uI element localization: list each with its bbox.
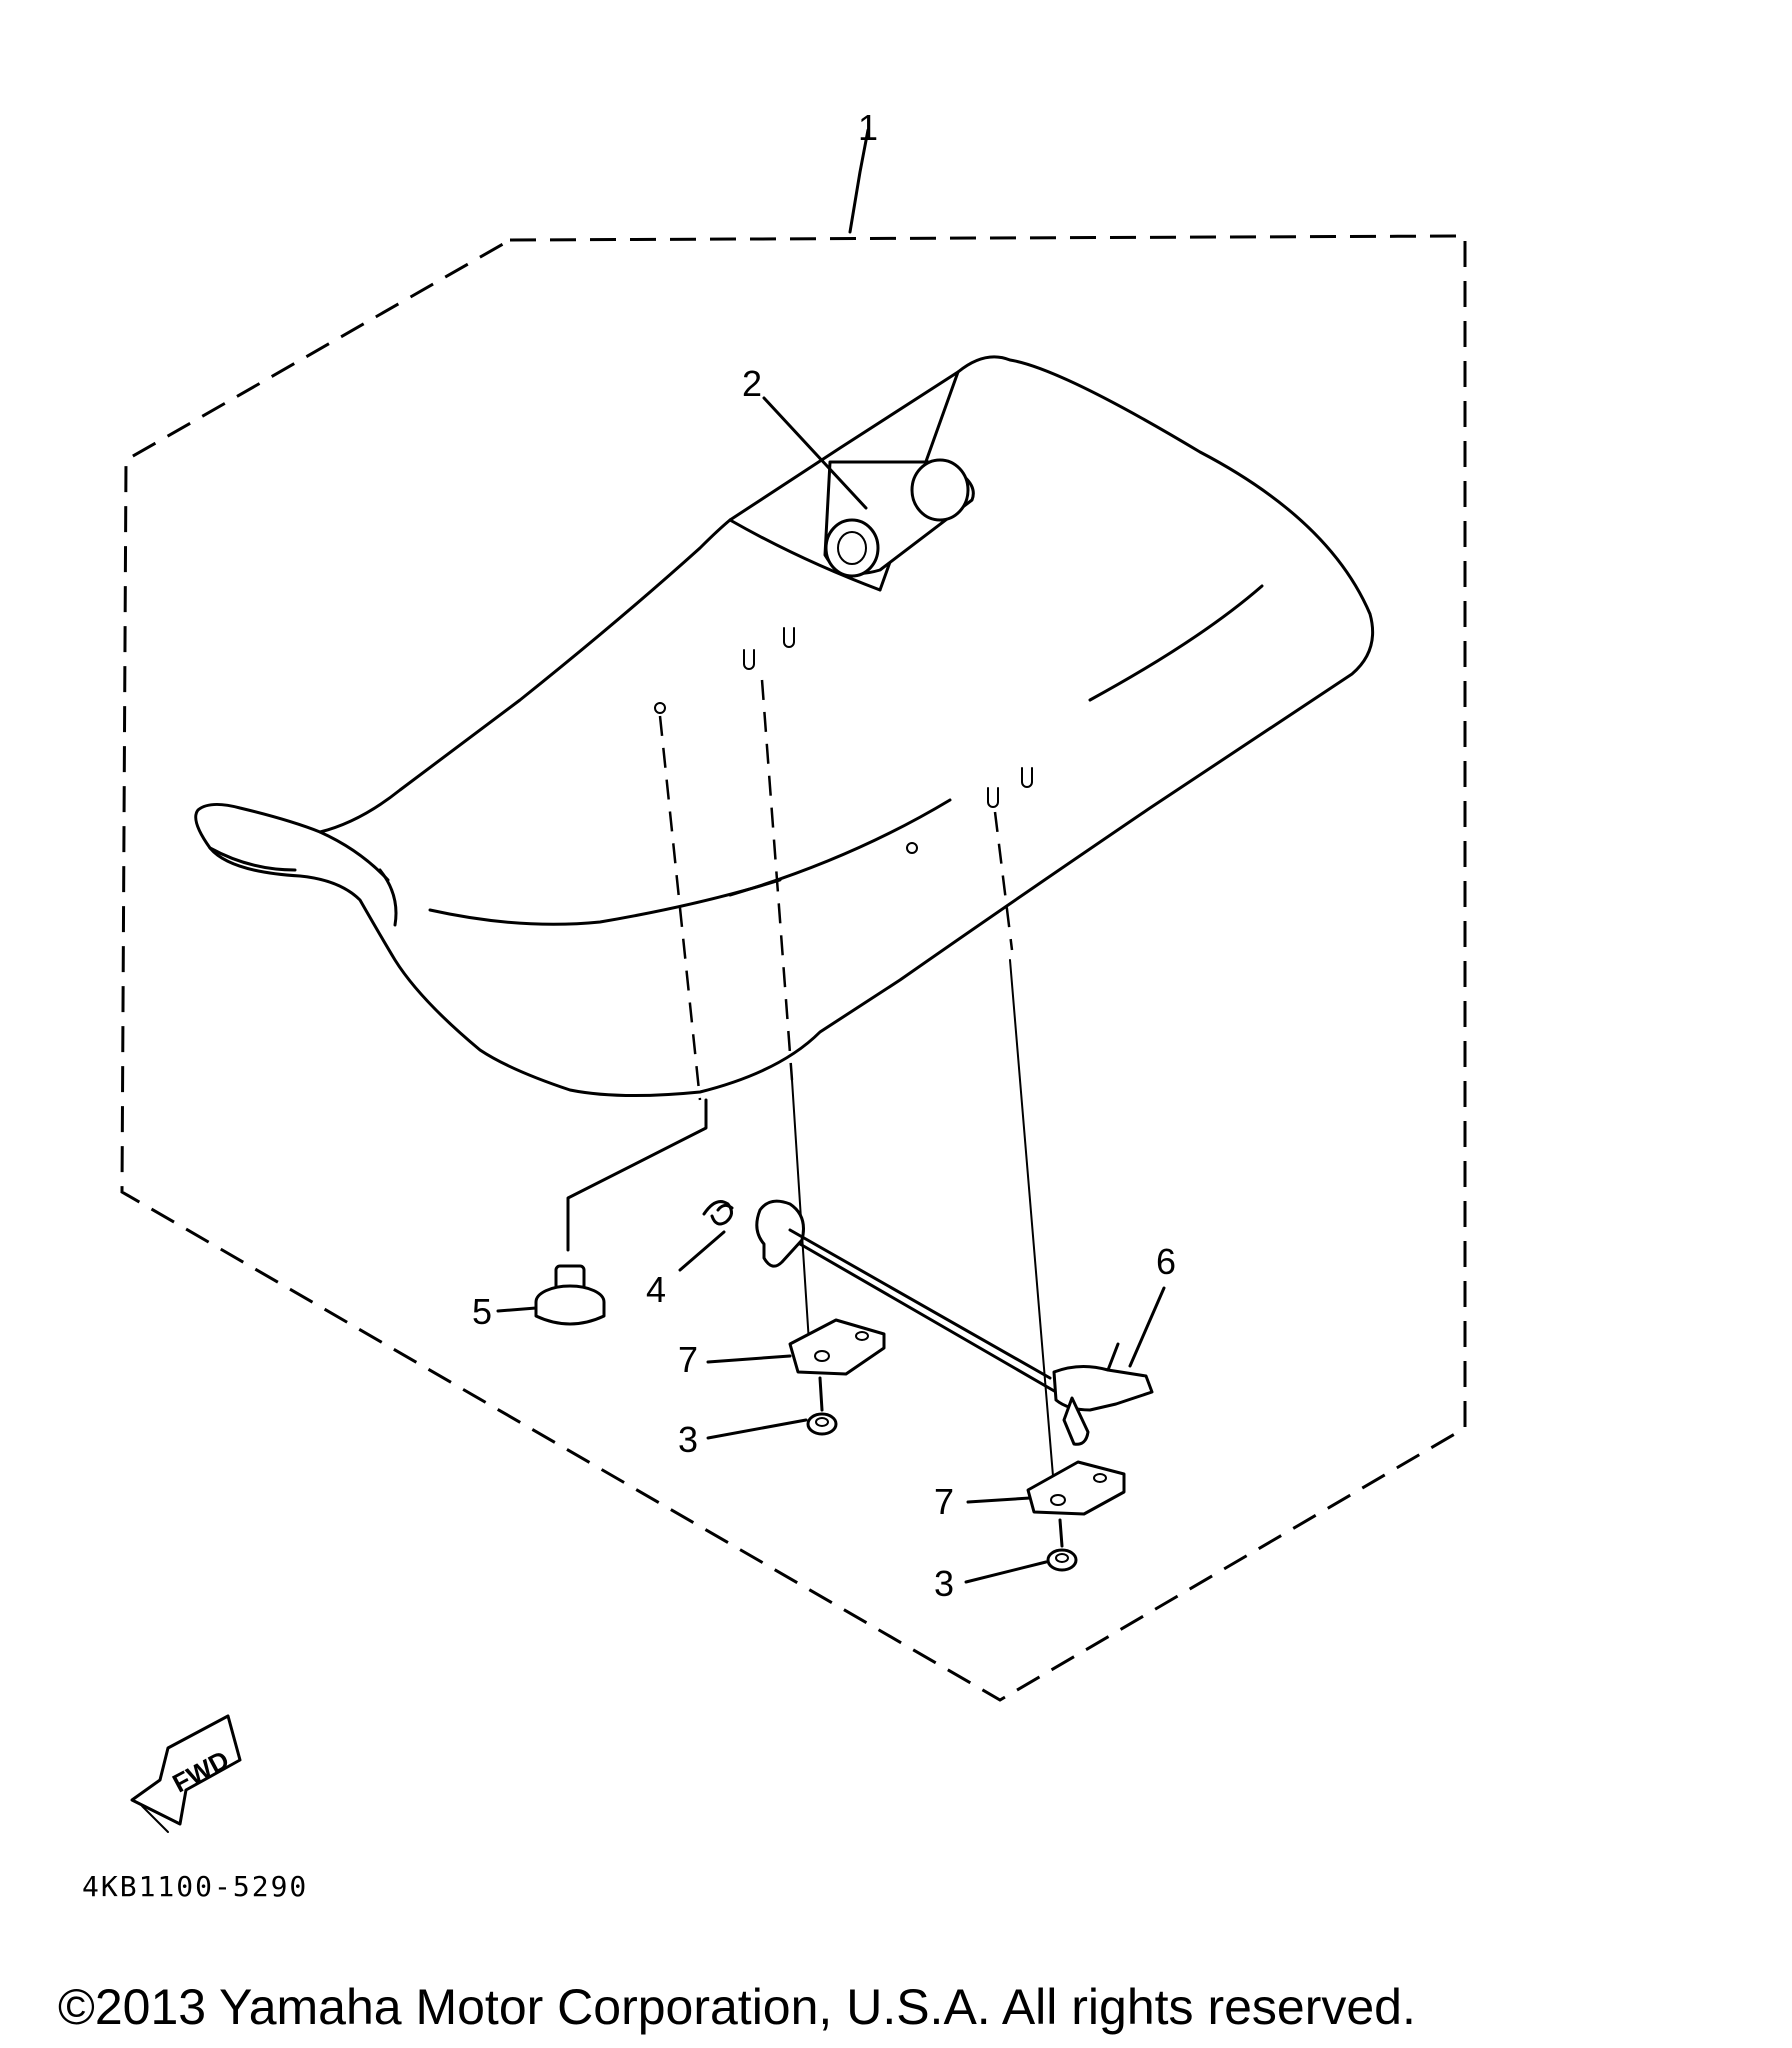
part-7-bracket-b	[1026, 1460, 1126, 1516]
callout-1: 1	[858, 107, 878, 148]
diagram-code: 4KB1100-5290	[82, 1870, 308, 1903]
install-line-5	[658, 715, 702, 1101]
leader-5-bracket	[566, 1098, 708, 1252]
install-line-7b	[993, 811, 1014, 951]
part-3-nut-a	[806, 1376, 838, 1436]
leader-3a	[706, 1418, 808, 1440]
callout-7b: 7	[934, 1481, 954, 1522]
part-3-nut-b	[1046, 1518, 1078, 1572]
leader-3b	[964, 1560, 1048, 1584]
part-4-spring	[702, 1200, 734, 1226]
callout-3b: 3	[934, 1563, 954, 1604]
callout-6: 6	[1156, 1241, 1176, 1282]
callout-2: 2	[742, 363, 762, 404]
part-2-damper	[823, 458, 975, 578]
callout-5: 5	[472, 1291, 492, 1332]
leader-1	[848, 128, 870, 234]
part-5-damper	[534, 1264, 606, 1326]
install-line-7a	[760, 679, 794, 1081]
latch-rod	[755, 1199, 1058, 1394]
leader-5	[496, 1306, 538, 1313]
leader-6	[1128, 1286, 1166, 1368]
fwd-arrow-icon: FWD	[130, 1714, 242, 1833]
leader-2	[762, 396, 868, 510]
callout-7a: 7	[678, 1339, 698, 1380]
callout-3a: 3	[678, 1419, 698, 1460]
assembly-boundary	[120, 234, 1467, 1702]
seat	[194, 355, 1375, 1098]
part-7-bracket-a	[788, 1318, 886, 1376]
part-6-lever	[1052, 1342, 1154, 1446]
mount-line-7b	[1009, 959, 1056, 1501]
leader-7b	[966, 1496, 1032, 1504]
leader-4	[678, 1230, 726, 1272]
copyright-notice: ©2013 Yamaha Motor Corporation, U.S.A. A…	[58, 1979, 1416, 2035]
leader-7a	[706, 1354, 792, 1364]
callout-4: 4	[646, 1269, 666, 1310]
